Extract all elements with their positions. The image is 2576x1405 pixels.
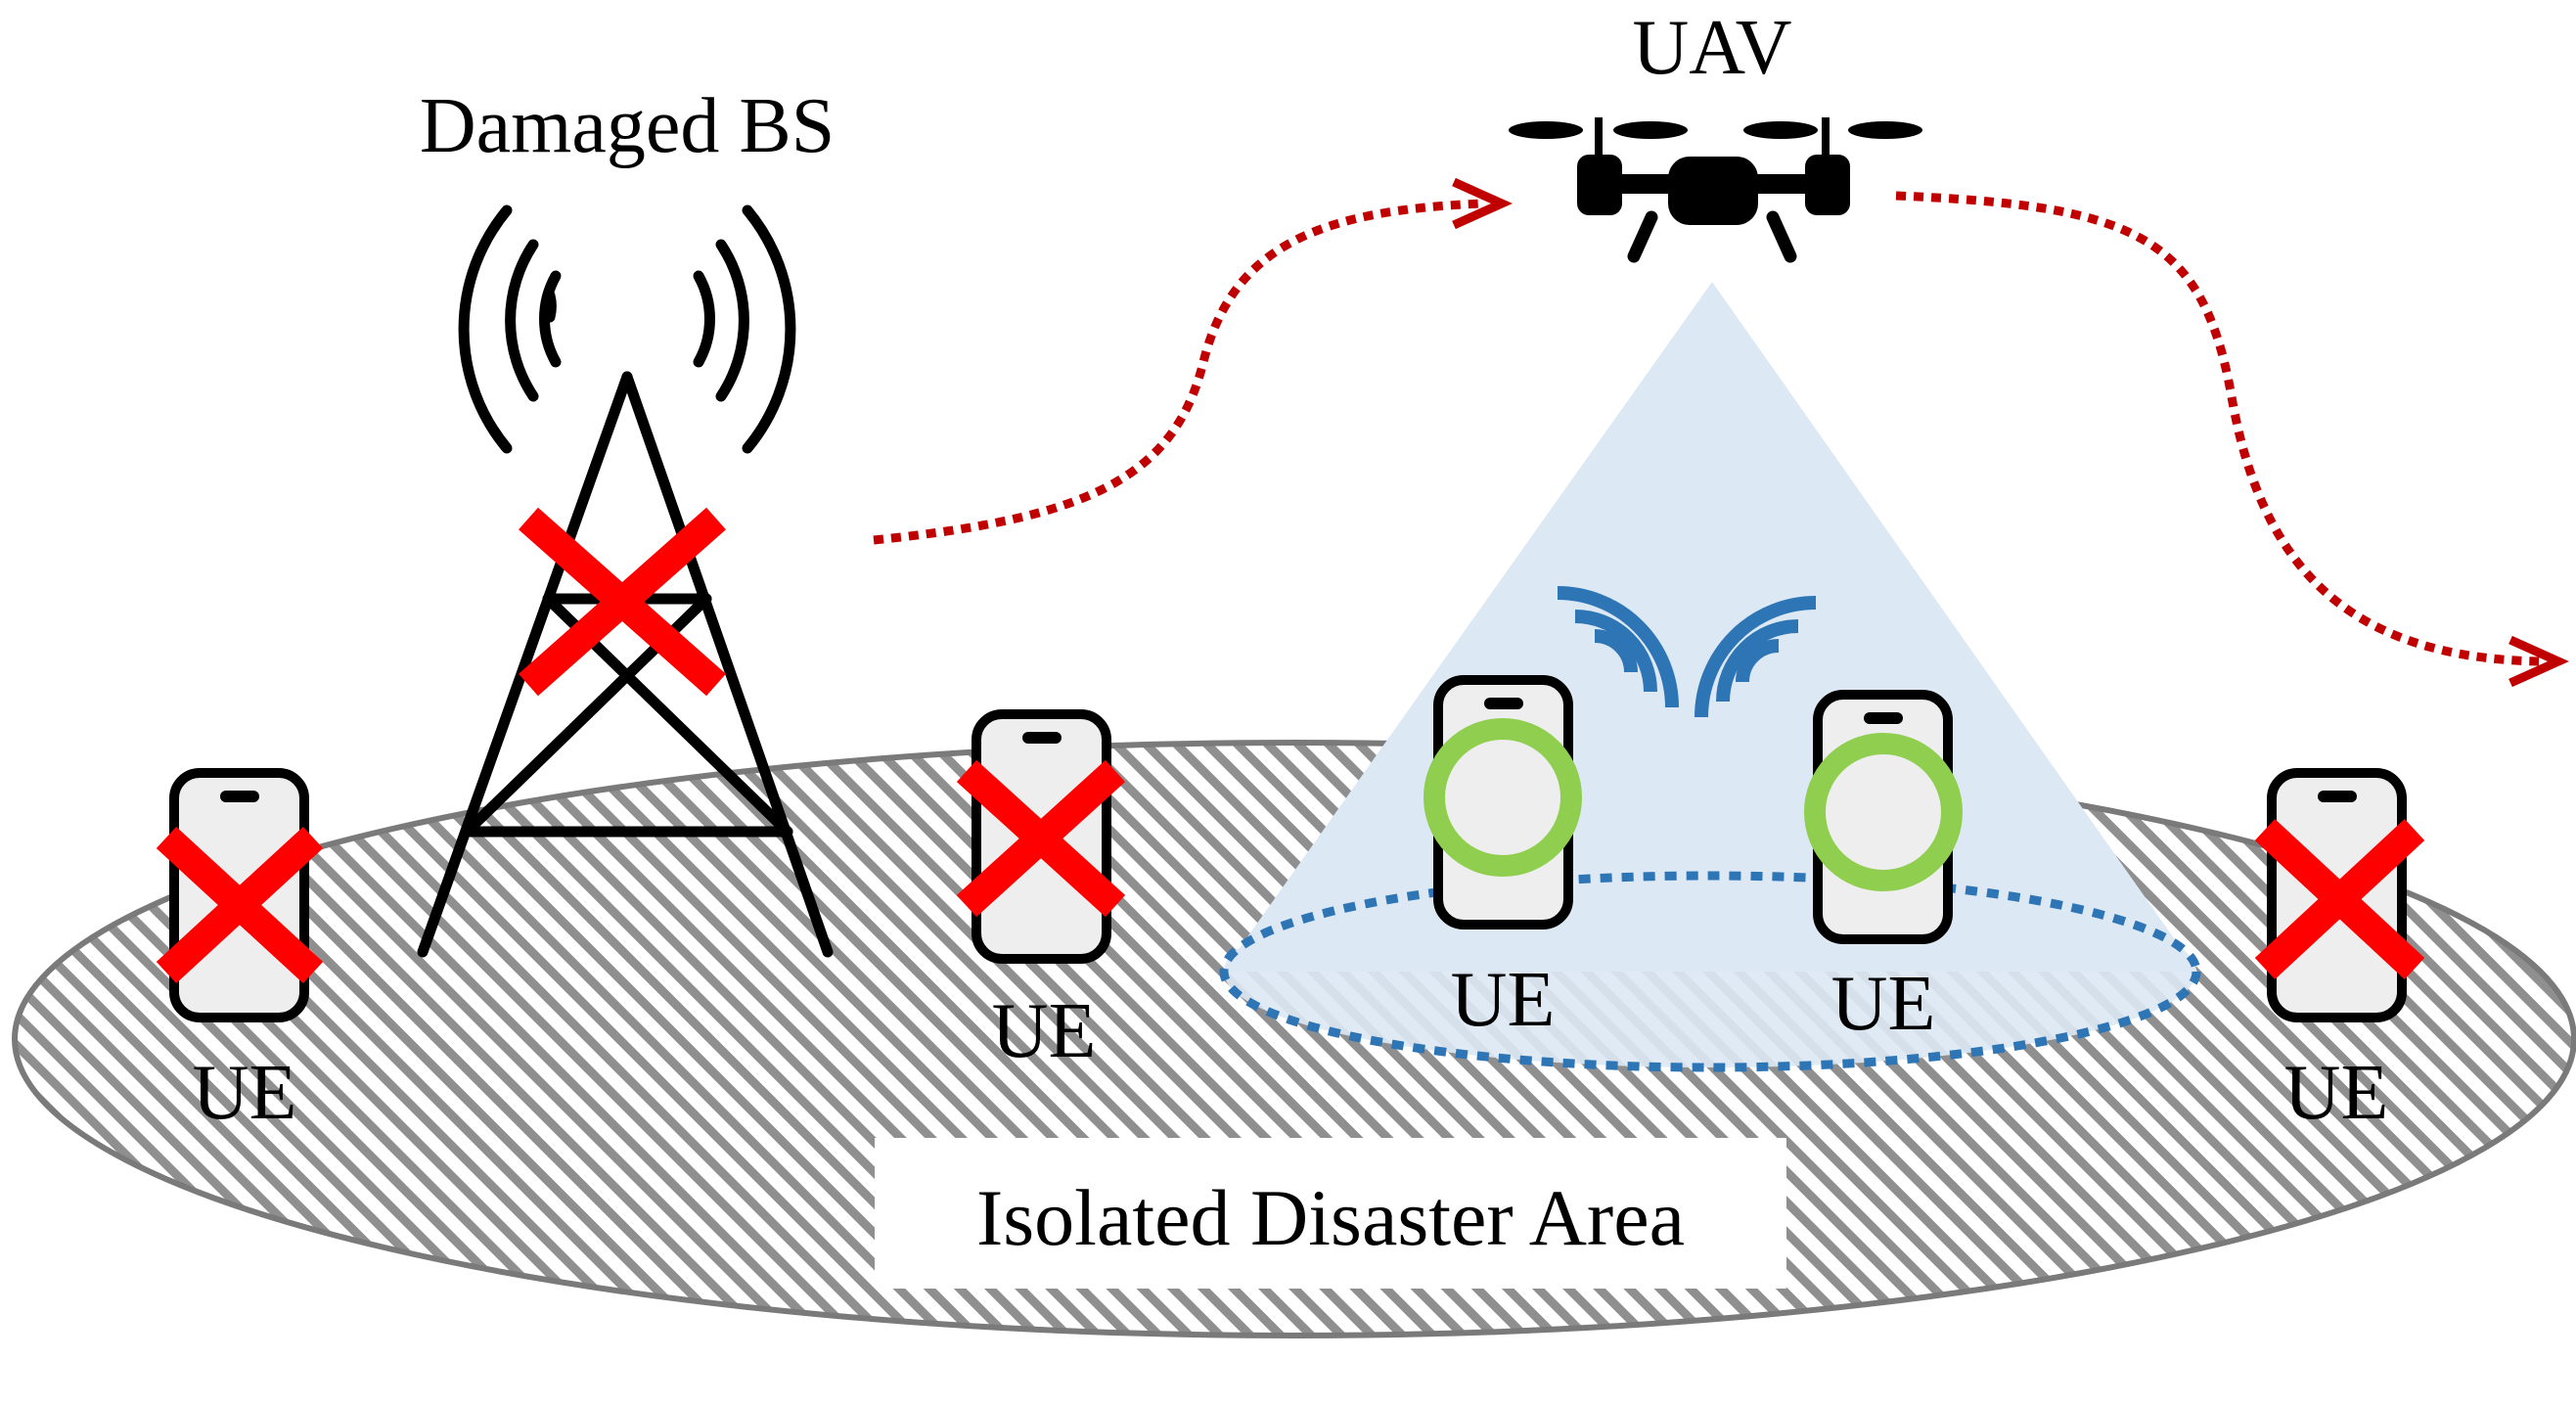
trajectory-arrowhead-left xyxy=(1452,177,1513,230)
uav-drone-icon xyxy=(1509,117,1922,263)
coverage-area xyxy=(1219,871,2201,1072)
ue-5-label: UE xyxy=(2284,1050,2389,1136)
uav-trajectory-left xyxy=(873,199,1483,545)
tower-damage-cross-icon xyxy=(519,507,726,697)
ue-phone-4 xyxy=(1813,690,1953,944)
ue-1-label: UE xyxy=(193,1050,297,1136)
ue-2-label: UE xyxy=(992,988,1097,1074)
signal-icon-left xyxy=(1557,586,1679,708)
area-label-box xyxy=(875,1138,1786,1289)
ue-1-disconnected-cross-icon xyxy=(156,826,324,984)
area-label: Isolated Disaster Area xyxy=(976,1173,1685,1262)
damaged-bs-label: Damaged BS xyxy=(420,83,835,169)
trajectory-arrowhead-right xyxy=(2508,635,2569,688)
uav-trajectory-right xyxy=(1895,191,2540,666)
uav-label: UAV xyxy=(1632,5,1791,91)
uav-beam xyxy=(1223,282,2197,972)
signal-icon-right xyxy=(1695,596,1817,718)
ue-phone-3 xyxy=(1433,675,1573,929)
ue-3-connected-ring-icon xyxy=(1424,718,1582,877)
radio-waves-icon xyxy=(458,204,796,454)
ue-4-label: UE xyxy=(1831,961,1936,1047)
ue-2-disconnected-cross-icon xyxy=(956,759,1126,918)
ue-4-connected-ring-icon xyxy=(1804,733,1963,891)
ue-3-label: UE xyxy=(1451,957,1556,1043)
ue-5-disconnected-cross-icon xyxy=(2254,819,2425,979)
